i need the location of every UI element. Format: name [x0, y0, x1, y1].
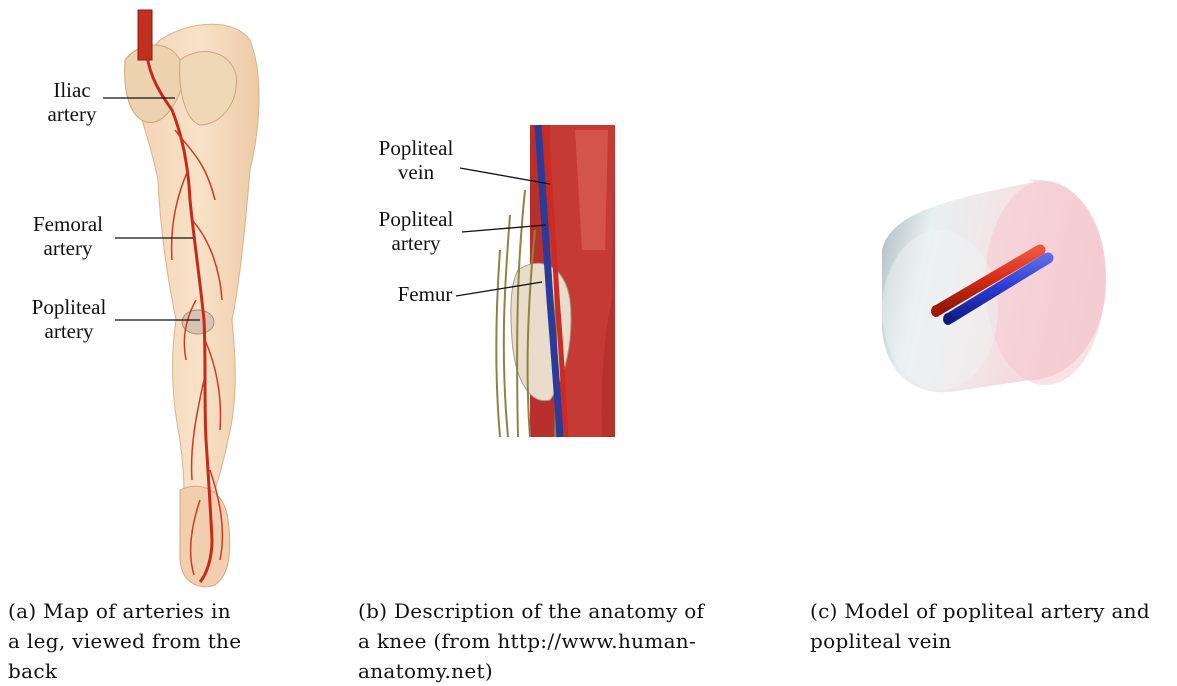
caption-a-line3: back [8, 656, 278, 686]
caption-b-line2: a knee (from http://www.human- [358, 626, 758, 656]
label-femur: Femur [390, 282, 460, 306]
caption-b: (b) Description of the anatomy of a knee… [358, 596, 758, 686]
caption-c-line2: popliteal vein [810, 626, 1177, 656]
caption-a-line1: (a) Map of arteries in [8, 596, 278, 626]
panel-c: (c) Model of popliteal artery and poplit… [790, 0, 1177, 684]
panel-a: Iliac artery Femoral artery Popliteal ar… [0, 0, 330, 684]
label-popliteal-vein: Popliteal vein [368, 136, 464, 184]
label-popliteal-a-line2: artery [45, 319, 94, 343]
label-artery-b-line2: artery [392, 231, 441, 255]
label-popliteal-artery-a: Popliteal artery [20, 295, 118, 343]
label-iliac-line2: artery [48, 102, 97, 126]
caption-b-line3: anatomy.net) [358, 656, 758, 686]
label-femoral-line1: Femoral [33, 212, 103, 236]
cylinder-model [790, 0, 1177, 600]
label-iliac-line1: Iliac [53, 78, 90, 102]
label-iliac-artery: Iliac artery [38, 78, 106, 126]
caption-b-line1: (b) Description of the anatomy of [358, 596, 758, 626]
caption-a: (a) Map of arteries in a leg, viewed fro… [8, 596, 278, 686]
label-artery-b-line1: Popliteal [379, 207, 454, 231]
caption-a-line2: a leg, viewed from the [8, 626, 278, 656]
label-vein-line1: Popliteal [379, 136, 454, 160]
label-popliteal-a-line1: Popliteal [32, 295, 107, 319]
caption-c-line1: (c) Model of popliteal artery and [810, 596, 1177, 626]
caption-c: (c) Model of popliteal artery and poplit… [810, 596, 1177, 656]
label-popliteal-artery-b: Popliteal artery [368, 207, 464, 255]
label-femoral-line2: artery [44, 236, 93, 260]
label-femoral-artery: Femoral artery [18, 212, 118, 260]
label-vein-line2: vein [398, 160, 434, 184]
panel-b: Popliteal vein Popliteal artery Femur (b… [350, 0, 770, 684]
